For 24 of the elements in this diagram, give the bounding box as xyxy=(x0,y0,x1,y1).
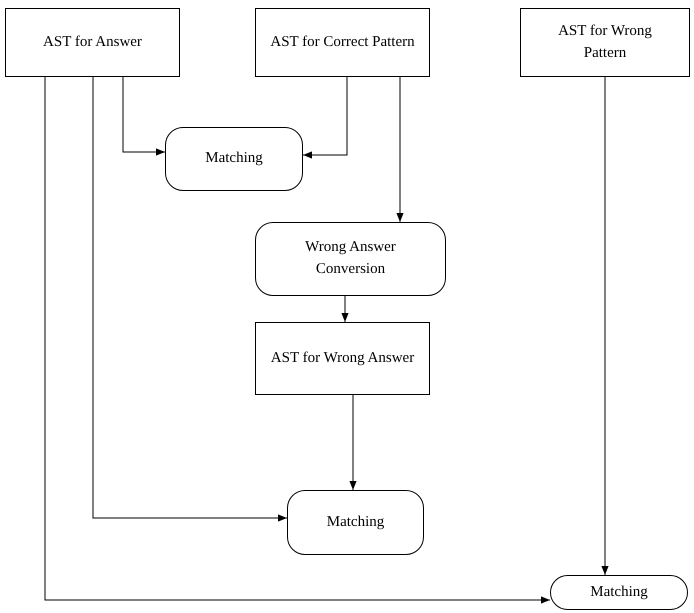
node-label: Matching xyxy=(205,149,263,168)
process-box xyxy=(165,127,303,191)
arrow xyxy=(92,76,288,522)
data-box xyxy=(5,8,180,77)
arrow xyxy=(341,296,349,322)
process-box xyxy=(287,490,424,555)
node-label: AST for Answer xyxy=(43,32,142,52)
data-box xyxy=(255,322,430,395)
arrow xyxy=(122,76,166,156)
process-box xyxy=(550,575,688,610)
arrow xyxy=(601,76,609,576)
arrow xyxy=(349,394,357,490)
node-label: Matching xyxy=(326,512,384,532)
data-box xyxy=(255,8,430,77)
node-label: AST for Wrong Pattern xyxy=(557,22,653,62)
arrow xyxy=(396,76,404,222)
node-label: Matching xyxy=(590,582,648,602)
data-box xyxy=(520,8,690,77)
node-label: Wrong Answer Conversion xyxy=(304,238,397,279)
arrow xyxy=(44,76,550,604)
node-label: AST for Correct Pattern xyxy=(270,32,415,52)
node-label: AST for Wrong Answer xyxy=(270,348,414,368)
process-box xyxy=(255,222,446,296)
arrow xyxy=(302,76,348,159)
